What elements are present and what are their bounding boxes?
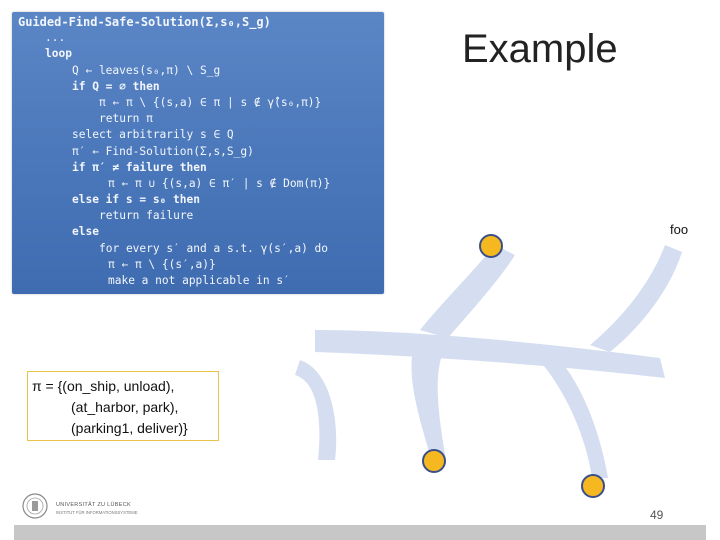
algorithm-line: loop	[45, 47, 72, 61]
tree-branch-main	[315, 330, 665, 378]
tree-branch-lower-left	[411, 335, 448, 455]
algorithm-box: Guided-Find-Safe-Solution(Σ,s₀,S_g)... lo…	[12, 12, 384, 294]
policy-line-2: (at_harbor, park),	[71, 399, 179, 415]
algorithm-line: π ← π \ {(s′,a)}	[108, 257, 216, 271]
algorithm-line: Guided-Find-Safe-Solution(Σ,s₀,S_g)	[18, 15, 271, 29]
algorithm-line: if π′ ≠ failure then	[72, 160, 207, 174]
algorithm-line: return failure	[99, 209, 194, 223]
algorithm-line: else if s = s₀ then	[72, 193, 200, 207]
algorithm-line: Q ← leaves(s₀,π) \ S_g	[72, 63, 221, 77]
tree-node-bottom-left	[422, 449, 446, 473]
algorithm-line: return π	[99, 112, 153, 126]
logo-line-1: UNIVERSITÄT ZU LÜBECK	[56, 502, 131, 508]
algorithm-line: for every s′ and a s.t. γ(s′,a) do	[99, 241, 329, 255]
tree-node-top	[479, 234, 503, 258]
algorithm-line: ...	[45, 31, 66, 45]
algorithm-line: make a not applicable in s′	[108, 274, 290, 287]
tree-branch-lower-mid	[530, 350, 608, 478]
algorithm-line: select arbitrarily s ∈ Q	[72, 128, 234, 142]
algorithm-line: if Q = ∅ then	[72, 79, 160, 93]
algorithm-line: π ← π ∪ {(s,a) ∈ π′ | s ∉ Dom(π)}	[108, 176, 331, 190]
foo-label: foo	[670, 222, 689, 237]
tree-branch-upper-left	[420, 245, 515, 338]
slide-title: Example	[462, 27, 618, 71]
algorithm-line: else	[72, 225, 99, 239]
tree-branch-upper-right	[590, 245, 682, 352]
university-seal-icon	[22, 493, 48, 519]
logo-line-2: INSTITUT FÜR INFORMATIONSSYSTEME	[56, 510, 138, 515]
tree-branch-lower-far	[295, 360, 337, 460]
university-logo: UNIVERSITÄT ZU LÜBECK INSTITUT FÜR INFOR…	[22, 492, 162, 522]
page-number: 49	[650, 508, 664, 522]
policy-box: π = {(on_ship, unload), (at_harbor, park…	[27, 371, 219, 441]
tree-node-bottom-right	[581, 474, 605, 498]
footer-bar	[14, 525, 706, 540]
algorithm-line: π′ ← Find-Solution(Σ,s,S_g)	[72, 144, 254, 158]
policy-line-3: (parking1, deliver)}	[71, 420, 188, 436]
algorithm-line: π ← π \ {(s,a) ∈ π | s ∉ γ̂(s₀,π)}	[99, 95, 322, 109]
policy-line-1: π = {(on_ship, unload),	[32, 378, 175, 394]
